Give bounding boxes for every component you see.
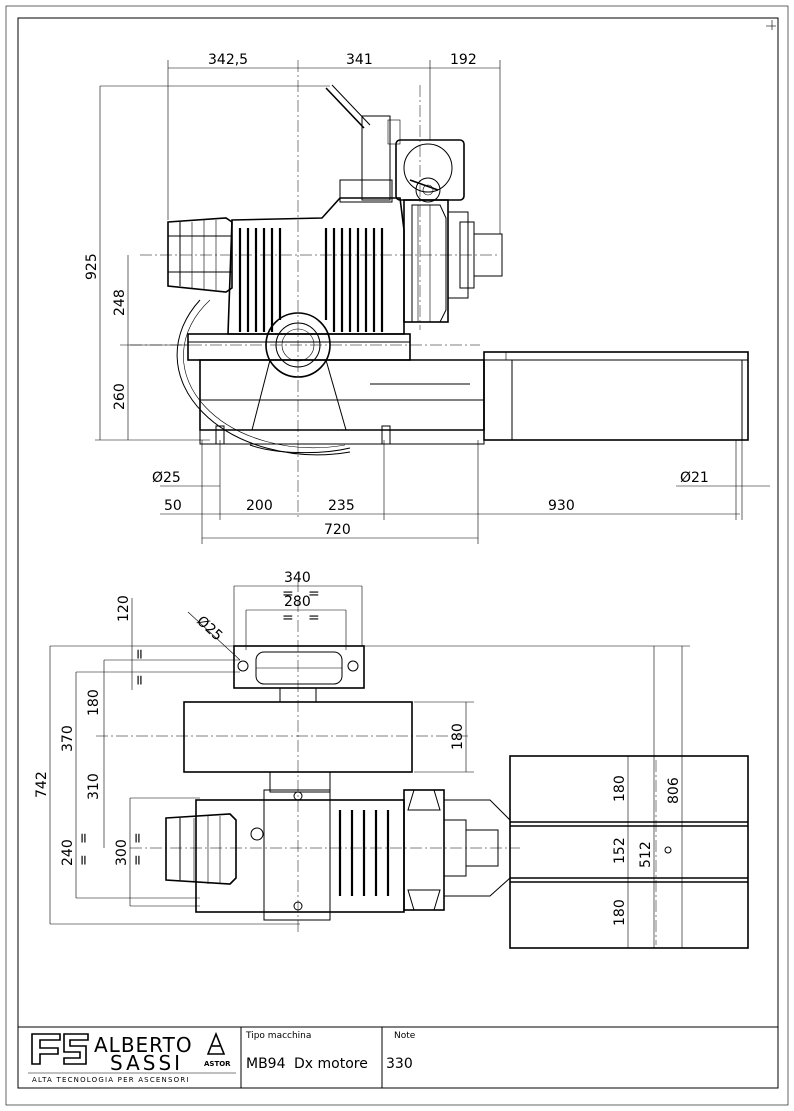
plan-dim-370: 370	[60, 725, 76, 752]
side-dim-235: 235	[328, 498, 355, 514]
side-dim-260: 260	[112, 383, 128, 410]
cooling-fins	[238, 228, 384, 332]
side-hole-right: Ø21	[680, 470, 709, 486]
label-machine-type: Tipo macchina	[245, 1031, 311, 1041]
side-dim-930: 930	[548, 498, 575, 514]
plan-eq-9: =	[130, 832, 146, 844]
plan-eq-4: =	[308, 610, 320, 626]
brand-tagline: ALTA TECNOLOGIA PER ASCENSORI	[32, 1076, 190, 1084]
side-dim-248: 248	[112, 289, 128, 316]
plan-eq-5: =	[132, 648, 148, 660]
plan-eq-7: =	[76, 832, 92, 844]
brand-alberto: ALBERTO	[94, 1033, 193, 1057]
plan-eq-10: =	[130, 854, 146, 866]
notes-value: 330	[386, 1056, 413, 1072]
side-dim-720: 720	[324, 522, 351, 538]
plan-dim-512: 512	[638, 841, 654, 868]
plan-dim-240: 240	[60, 839, 76, 866]
plan-view: 340 280 = = = = Ø25 120 180 370 310 742 …	[34, 570, 749, 949]
plan-eq-6: =	[132, 674, 148, 686]
side-view: 342,5 341 192 925 248 260 Ø25 Ø21 50 200…	[84, 52, 770, 544]
plan-dim-right-180b: 180	[612, 899, 628, 926]
inner-border	[17, 17, 779, 1089]
plan-dim-300: 300	[114, 839, 130, 866]
side-dim-342-5: 342,5	[208, 52, 248, 68]
plan-dim-310: 310	[86, 773, 102, 800]
plan-dim-806: 806	[666, 777, 682, 804]
side-dim-50: 50	[164, 498, 182, 514]
side-dim-341: 341	[346, 52, 373, 68]
alberto-sassi-logo: ALBERTO SASSI ASTOR ALTA TECNOLOGIA PER …	[31, 1031, 231, 1084]
plan-hole: Ø25	[193, 613, 225, 644]
brand-astor: ASTOR	[204, 1060, 231, 1068]
plan-dim-120: 120	[116, 595, 132, 622]
side-hole-left: Ø25	[152, 470, 181, 486]
side-dim-925: 925	[84, 253, 100, 280]
plan-dim-280: 280	[284, 594, 311, 610]
plan-eq-8: =	[76, 854, 92, 866]
machine-model: MB94	[246, 1056, 286, 1072]
motor-side: Dx motore	[294, 1056, 368, 1072]
brand-sassi: SASSI	[110, 1051, 183, 1075]
plan-eq-3: =	[282, 610, 294, 626]
plan-dim-drum: 180	[450, 723, 466, 750]
plan-dim-340: 340	[284, 570, 311, 586]
plan-dim-right-180a: 180	[612, 775, 628, 802]
plan-dim-742: 742	[34, 771, 50, 798]
plan-eq-1: =	[282, 586, 294, 602]
plan-dim-180: 180	[86, 689, 102, 716]
side-dim-200: 200	[246, 498, 273, 514]
plan-dim-152: 152	[612, 837, 628, 864]
label-notes: Note	[394, 1031, 416, 1041]
outer-border	[5, 5, 789, 1106]
plan-eq-2: =	[308, 586, 320, 602]
title-block: ALBERTO SASSI ASTOR ALTA TECNOLOGIA PER …	[18, 1026, 778, 1088]
side-dim-192: 192	[450, 52, 477, 68]
